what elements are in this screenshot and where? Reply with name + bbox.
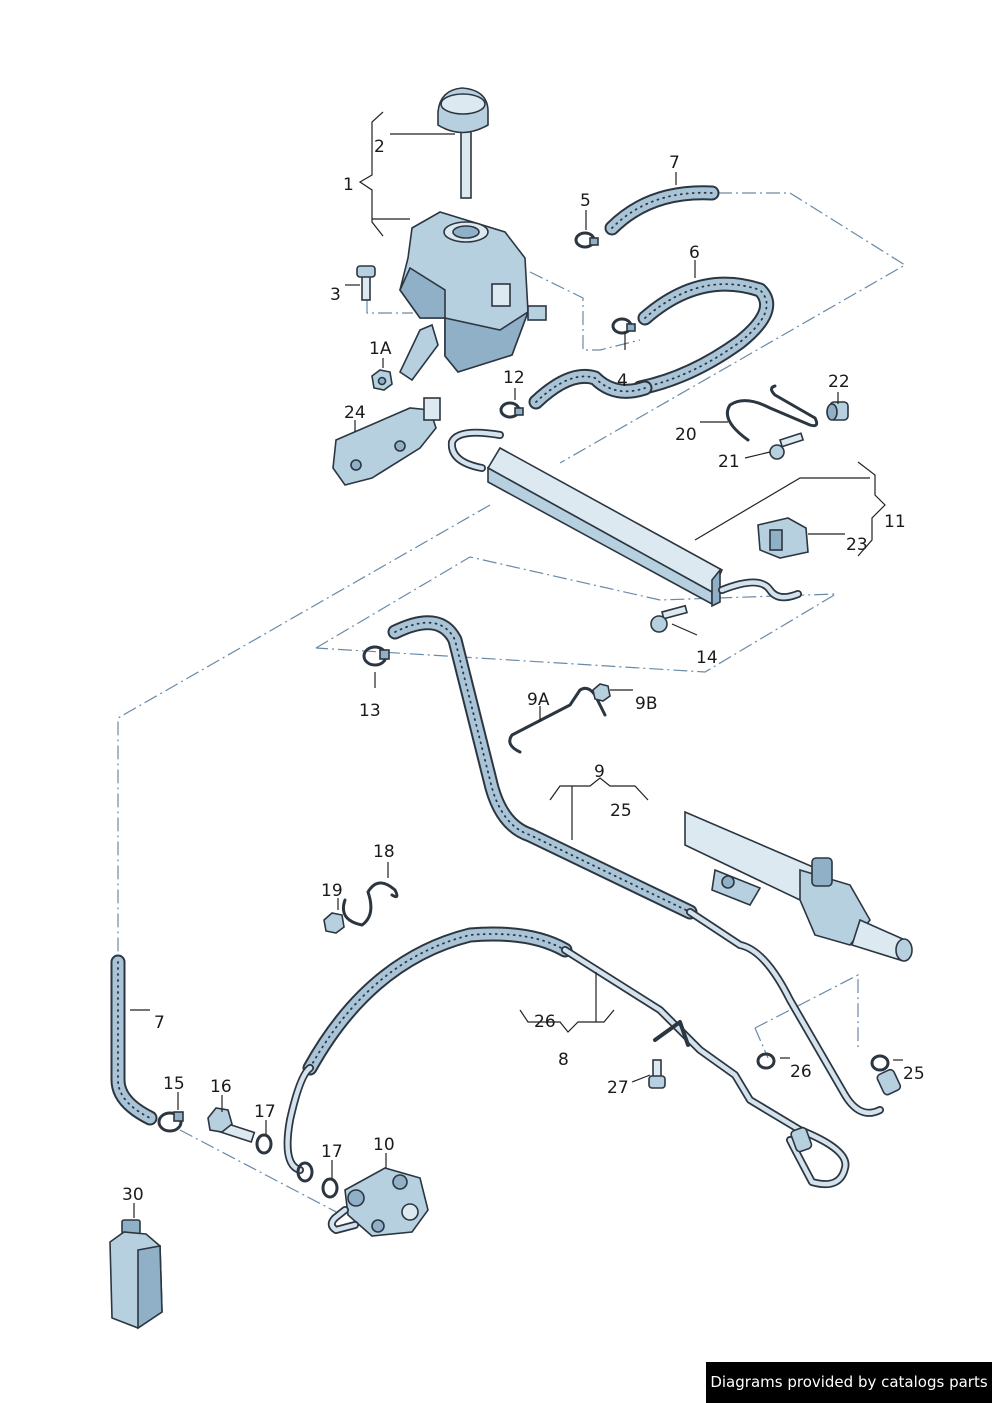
label-1a: 1A <box>369 339 392 359</box>
hose-7-lower <box>110 954 158 1126</box>
label-14: 14 <box>696 648 718 668</box>
bolt-16 <box>207 1107 256 1144</box>
filler-cap <box>437 87 489 199</box>
label-5: 5 <box>580 191 591 211</box>
label-26-lower: 26 <box>790 1062 812 1082</box>
washer-17c <box>296 1161 314 1183</box>
label-3: 3 <box>330 285 341 305</box>
part-labels: 1 2 3 1A 5 7 6 4 12 24 22 20 21 11 23 14… <box>122 137 925 1205</box>
screw-27 <box>648 1059 666 1089</box>
wire-9a <box>508 686 607 754</box>
hose-8 <box>283 926 850 1189</box>
clamp-13 <box>362 645 390 667</box>
label-11: 11 <box>884 512 906 532</box>
label-16: 16 <box>210 1077 232 1097</box>
label-17-lower: 17 <box>321 1142 343 1162</box>
label-15: 15 <box>163 1074 185 1094</box>
label-8: 8 <box>558 1050 569 1070</box>
label-13: 13 <box>359 701 381 721</box>
label-23: 23 <box>846 535 868 555</box>
hose-4 <box>528 368 653 410</box>
steering-rack <box>684 810 913 962</box>
label-24: 24 <box>344 403 366 423</box>
reservoir <box>398 211 547 382</box>
label-2: 2 <box>374 137 385 157</box>
screw-14 <box>650 604 688 633</box>
clamp-15 <box>157 1111 184 1133</box>
label-7-lower: 7 <box>154 1013 165 1033</box>
label-21: 21 <box>718 452 740 472</box>
label-9a: 9A <box>527 690 550 710</box>
label-25-lower: 25 <box>903 1064 925 1084</box>
clamp-18 <box>341 881 399 927</box>
sleeve-22 <box>826 401 849 421</box>
label-30: 30 <box>122 1185 144 1205</box>
label-27: 27 <box>607 1078 629 1098</box>
label-10: 10 <box>373 1135 395 1155</box>
fitting-25 <box>876 1068 902 1096</box>
clamp-6 <box>611 317 636 335</box>
label-20: 20 <box>675 425 697 445</box>
label-18: 18 <box>373 842 395 862</box>
hose-9 <box>387 615 884 1117</box>
leader-lines <box>130 111 903 1218</box>
fluid-bottle <box>109 1219 163 1330</box>
label-6: 6 <box>689 243 700 263</box>
label-7-upper: 7 <box>669 153 680 173</box>
label-4: 4 <box>617 371 628 391</box>
label-1: 1 <box>343 175 354 195</box>
bolt-21 <box>769 432 805 460</box>
credit-banner: Diagrams provided by catalogs parts <box>706 1362 992 1403</box>
label-22: 22 <box>828 372 850 392</box>
clamp-5 <box>574 231 599 249</box>
bracket-24 <box>332 397 441 486</box>
label-9b: 9B <box>635 694 657 714</box>
clamp-12 <box>499 401 524 419</box>
washer-17b <box>321 1177 339 1199</box>
o-ring-25 <box>870 1054 890 1072</box>
oil-cooler <box>447 428 802 608</box>
washer-17a <box>255 1133 273 1155</box>
bolt-3 <box>356 265 376 301</box>
nut-9b <box>592 683 611 702</box>
steering-pump <box>327 1167 429 1237</box>
label-19: 19 <box>321 881 343 901</box>
clip-23 <box>757 517 809 559</box>
o-ring-26 <box>756 1052 776 1070</box>
label-9: 9 <box>594 762 605 782</box>
label-25-upper: 25 <box>610 801 632 821</box>
hook-20 <box>725 384 819 442</box>
hose-7-upper <box>604 185 720 236</box>
label-26-upper: 26 <box>534 1012 556 1032</box>
hose-6 <box>632 276 775 396</box>
label-12: 12 <box>503 368 525 388</box>
fitting-26 <box>790 1126 813 1153</box>
label-17-upper: 17 <box>254 1102 276 1122</box>
nut-19 <box>323 912 345 934</box>
nut-1a <box>371 369 393 391</box>
